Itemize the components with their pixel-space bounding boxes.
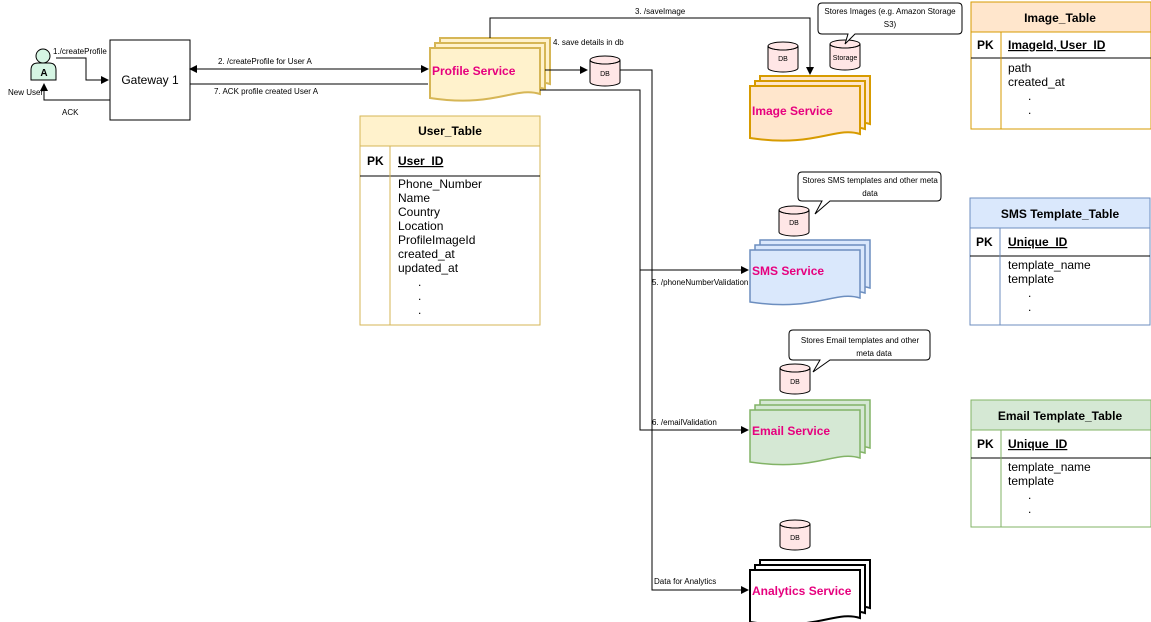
email-db-label: DB	[790, 379, 800, 386]
sms-callout-line1: Stores SMS templates and other meta	[802, 176, 938, 185]
profile-db-label: DB	[600, 71, 610, 78]
sms-service-label: SMS Service	[752, 264, 824, 278]
user-actor: A	[30, 48, 57, 81]
sms-table-key: Unique_ID	[1008, 235, 1068, 249]
edge-ack-label: ACK	[62, 108, 79, 117]
image-db-icon	[767, 41, 799, 73]
edge-ack	[40, 83, 110, 101]
gateway-box	[109, 39, 191, 121]
user-field: .	[418, 289, 421, 303]
profile-service-label: Profile Service	[432, 64, 516, 78]
sms-callout-line2: data	[862, 189, 878, 198]
user-table	[359, 115, 541, 326]
sms-db-label: DB	[789, 220, 799, 227]
user-field: .	[418, 303, 421, 317]
actor-letter: A	[40, 68, 47, 79]
sms-db-icon	[778, 205, 810, 237]
sms-service	[749, 239, 871, 306]
image-table-pk: PK	[977, 38, 994, 52]
email-template-table	[970, 399, 1151, 528]
user-field: Name	[398, 191, 430, 205]
user-table-title: User_Table	[418, 124, 482, 138]
image-table-title: Image_Table	[1024, 11, 1096, 25]
image-field: created_at	[1008, 75, 1065, 89]
edge-create-profile-user-a-label: 2. /createProfile for User A	[218, 57, 312, 66]
email-field: template_name	[1008, 460, 1091, 474]
email-callout-line2: meta data	[856, 349, 892, 358]
edge-save-image-label: 3. /saveImage	[635, 7, 686, 16]
image-table	[970, 1, 1151, 130]
user-field: created_at	[398, 247, 455, 261]
email-service-label: Email Service	[752, 424, 830, 438]
edge-save-details-label: 4. save details in db	[553, 38, 624, 47]
email-field: .	[1028, 502, 1031, 516]
image-table-key: ImageId, User_ID	[1008, 38, 1106, 52]
email-db-icon	[779, 363, 811, 395]
sms-field: template_name	[1008, 258, 1091, 272]
edge-email-validation-label: 6. /emailValidation	[652, 418, 717, 427]
email-table-title: Email Template_Table	[998, 409, 1123, 423]
analytics-db-label: DB	[790, 535, 800, 542]
edge-save-image	[489, 17, 814, 75]
email-field: .	[1028, 488, 1031, 502]
email-service	[749, 399, 871, 466]
sms-field: .	[1028, 286, 1031, 300]
edge-analytics	[620, 69, 749, 594]
user-field: Country	[398, 205, 440, 219]
sms-field: .	[1028, 300, 1031, 314]
edge-ack-profile-label: 7. ACK profile created User A	[214, 87, 319, 96]
profile-db-icon	[589, 55, 621, 87]
image-callout-line1: Stores Images (e.g. Amazon Storage	[824, 7, 956, 16]
sms-table-title: SMS Template_Table	[1001, 207, 1120, 221]
sms-table-pk: PK	[976, 235, 993, 249]
actor-caption: New User	[8, 88, 43, 97]
user-field: .	[418, 275, 421, 289]
edge-analytics-label: Data for Analytics	[654, 577, 716, 586]
user-field: ProfileImageId	[398, 233, 475, 247]
image-db-label: DB	[778, 56, 788, 63]
email-table-pk: PK	[977, 437, 994, 451]
user-field: updated_at	[398, 261, 459, 275]
edge-create-profile	[56, 57, 109, 84]
user-table-key: User_ID	[398, 154, 444, 168]
sms-template-table	[969, 197, 1151, 326]
sms-callout	[797, 171, 942, 215]
image-callout-line2: S3)	[884, 20, 897, 29]
image-callout	[817, 2, 963, 45]
email-table-key: Unique_ID	[1008, 437, 1068, 451]
image-field: .	[1028, 89, 1031, 103]
storage-label: Storage	[833, 55, 858, 62]
image-field: .	[1028, 103, 1031, 117]
email-field: template	[1008, 474, 1054, 488]
edge-create-profile-label: 1./createProfile	[53, 47, 107, 56]
email-callout-line1: Stores Email templates and other	[801, 336, 920, 345]
analytics-service-label: Analytics Service	[752, 584, 852, 598]
email-callout	[788, 329, 931, 373]
gateway-label: Gateway 1	[121, 73, 179, 87]
user-field: Location	[398, 219, 443, 233]
edge-phone-validation-label: 5. /phoneNumberValidation	[652, 278, 748, 287]
analytics-db-icon	[779, 519, 811, 551]
profile-service	[429, 37, 551, 102]
user-field: Phone_Number	[398, 177, 482, 191]
sms-field: template	[1008, 272, 1054, 286]
image-service	[749, 75, 871, 142]
image-service-label: Image Service	[752, 104, 833, 118]
image-field: path	[1008, 61, 1031, 75]
edge-email-validation	[540, 89, 749, 434]
user-table-pk: PK	[367, 154, 384, 168]
analytics-service	[749, 559, 871, 622]
